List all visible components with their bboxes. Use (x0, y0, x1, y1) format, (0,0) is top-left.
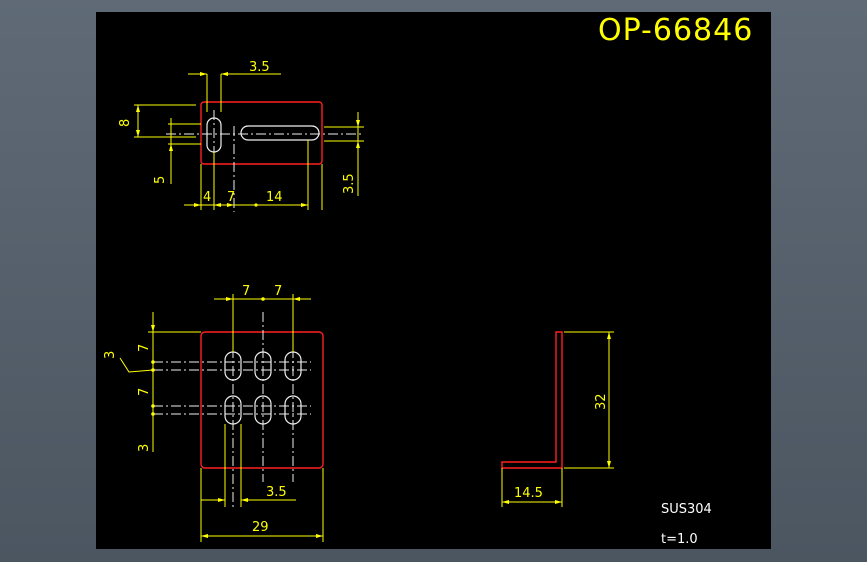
cad-drawing: OP-66846 3.5 8 5 (103, 13, 753, 547)
top-horizontal-slot (240, 125, 320, 141)
side-view: 32 14.5 (501, 331, 614, 507)
dim-front-slot-width: 3.5 (266, 485, 287, 500)
dim-side-height: 32 (594, 393, 609, 410)
dim-top-height: 8 (118, 119, 133, 127)
material-note: SUS304 (661, 502, 712, 517)
dim-top-slot-height: 3.5 (342, 173, 357, 194)
dim-top-slot-width: 3.5 (249, 60, 270, 75)
dim-front-bottom-margin: 3 (137, 444, 152, 452)
dim-front-row-pitch-top: 7 (137, 344, 152, 352)
dim-front-row-pitch-mid: 7 (137, 388, 152, 396)
dim-top-pitch: 7 (227, 190, 235, 205)
part-number-title: OP-66846 (598, 13, 753, 48)
thickness-note: t=1.0 (661, 532, 698, 547)
dim-side-flange: 14.5 (514, 486, 543, 501)
dim-front-pitch-right: 7 (274, 284, 282, 299)
top-view-outline (200, 101, 323, 165)
dim-top-edge: 4 (203, 190, 211, 205)
front-view: 7 7 3 7 7 3 3.5 29 (103, 284, 324, 542)
drawing-canvas: OP-66846 3.5 8 5 (96, 12, 771, 549)
top-view: 3.5 8 5 3.5 4 7 14 (118, 60, 364, 212)
dim-top-hole-offset: 5 (153, 176, 168, 184)
dim-front-total-width: 29 (252, 520, 269, 535)
side-view-outline (501, 331, 563, 469)
dim-front-top-margin: 3 (103, 351, 118, 359)
dim-top-slot-length: 14 (266, 190, 283, 205)
dim-front-pitch-left: 7 (242, 284, 250, 299)
front-view-outline (200, 331, 324, 469)
